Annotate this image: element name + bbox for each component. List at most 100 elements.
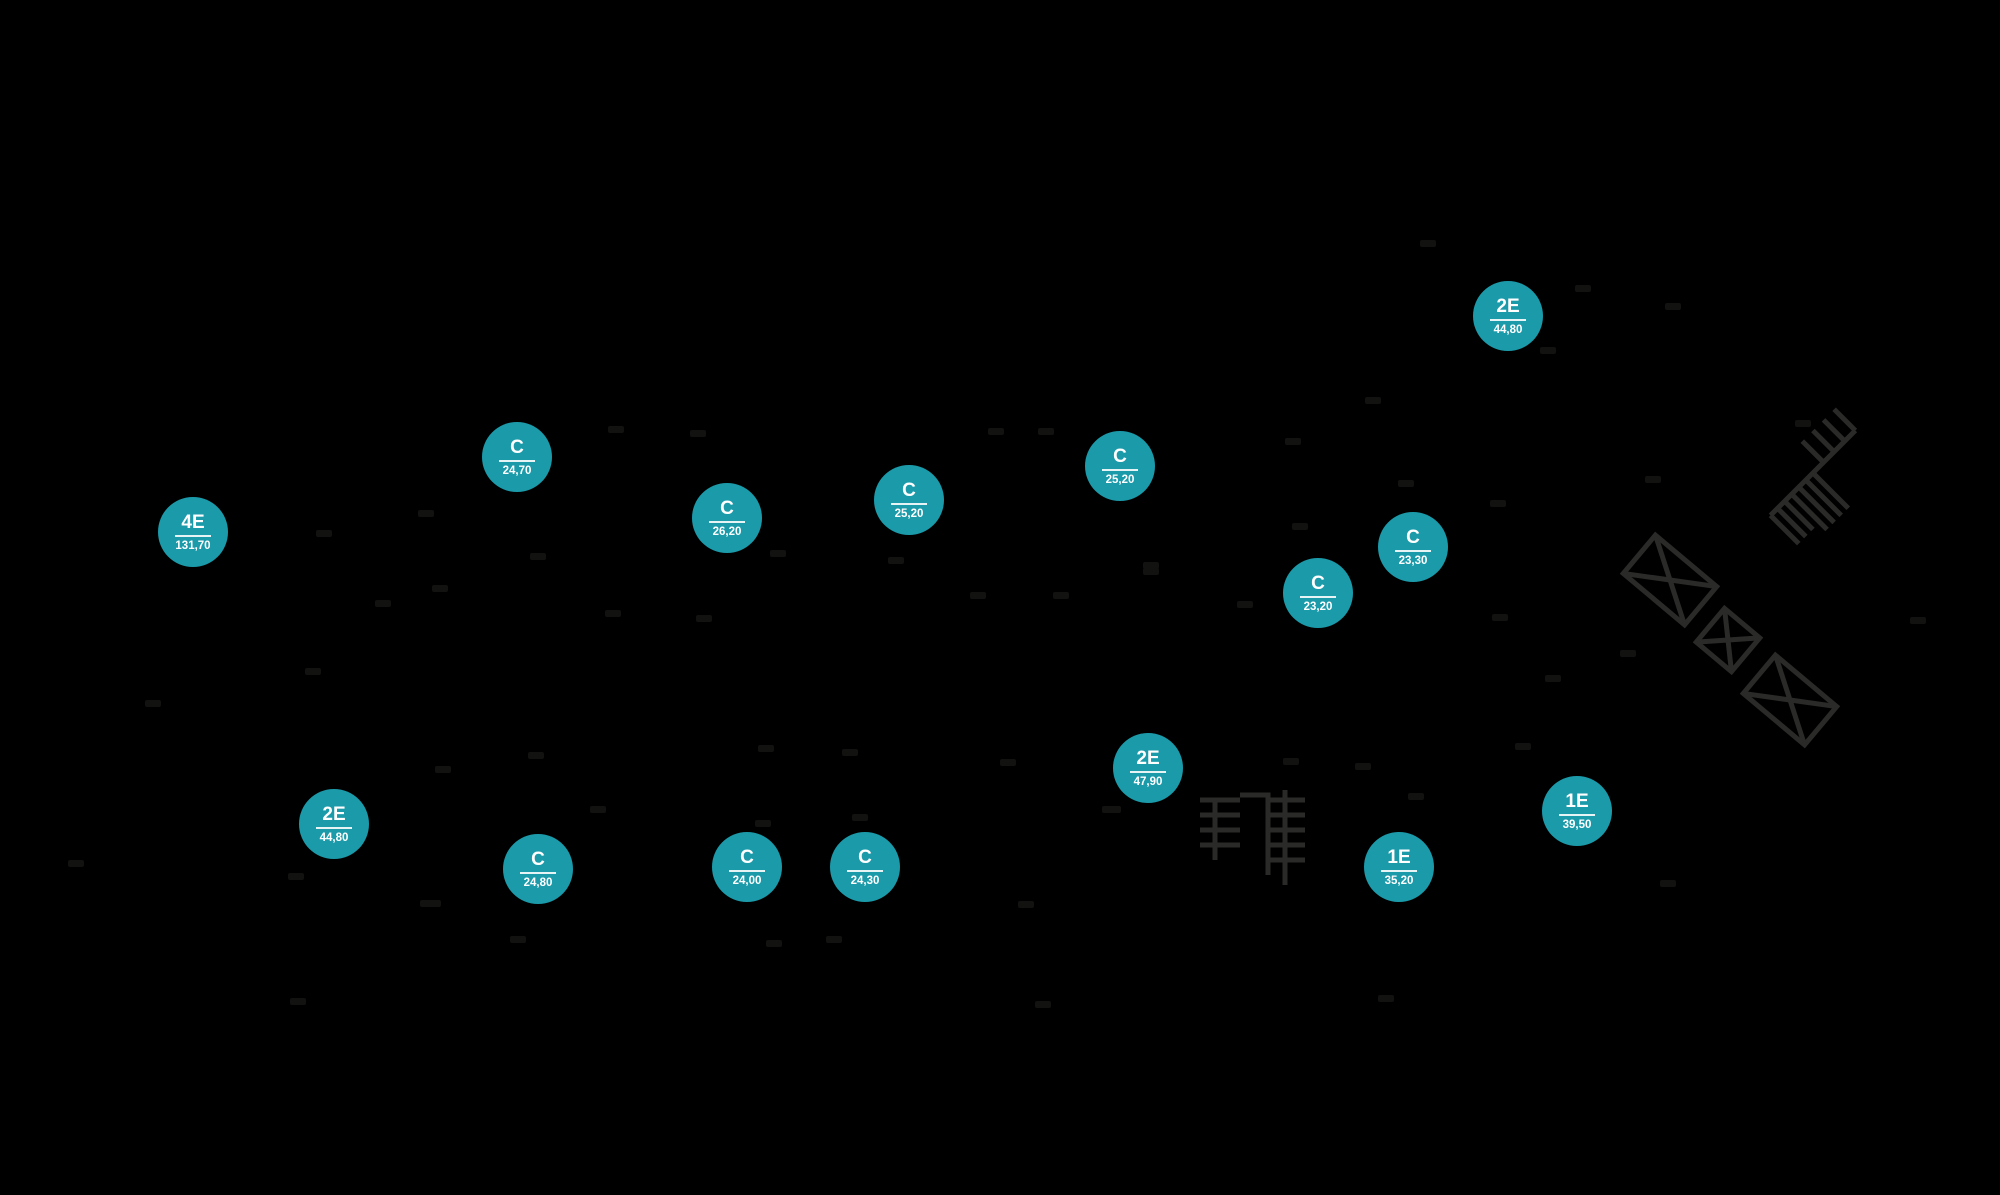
room-type: C (720, 497, 734, 519)
room-marker[interactable]: C 24,80 (503, 834, 573, 904)
dimension-tag (1660, 880, 1676, 887)
dimension-tag (1492, 614, 1508, 621)
divider (1102, 468, 1138, 471)
dimension-tag (528, 752, 544, 759)
room-area: 25,20 (1105, 473, 1135, 486)
room-type: C (510, 436, 524, 458)
dimension-tag (988, 428, 1004, 435)
room-type: C (531, 848, 545, 870)
dimension-tag (1292, 523, 1308, 530)
dimension-tag (590, 806, 606, 813)
crossed-box-icon (1739, 651, 1841, 749)
room-type: 4E (181, 511, 205, 533)
divider (1381, 869, 1417, 872)
dimension-tag (290, 998, 306, 1005)
dimension-tag (770, 550, 786, 557)
dimension-tag (1365, 397, 1381, 404)
dimension-tag (608, 426, 624, 433)
room-marker[interactable]: 2E 44,80 (1473, 281, 1543, 351)
room-area: 24,70 (502, 464, 532, 477)
dimension-tag (852, 814, 868, 821)
dimension-tag (1038, 428, 1054, 435)
dimension-tag (420, 900, 436, 907)
dimension-tag (530, 553, 546, 560)
dimension-tag (1665, 303, 1681, 310)
room-area: 131,70 (175, 539, 211, 552)
dimension-tag (1018, 901, 1034, 908)
room-type: 2E (1136, 747, 1160, 769)
dimension-tag (1910, 617, 1926, 624)
dimension-tag (1620, 650, 1636, 657)
room-marker[interactable]: C 23,20 (1283, 558, 1353, 628)
crossed-box-icon (1619, 531, 1721, 629)
dimension-tag (1000, 759, 1016, 766)
dimension-tag (605, 610, 621, 617)
dimension-tag (758, 745, 774, 752)
dimension-tag (826, 936, 842, 943)
room-area: 23,20 (1303, 600, 1333, 613)
dimension-tag (288, 873, 304, 880)
room-type: C (902, 479, 916, 501)
dimension-tag (888, 557, 904, 564)
room-area: 39,50 (1562, 818, 1592, 831)
dimension-tag (842, 749, 858, 756)
divider (709, 520, 745, 523)
room-type: 2E (1496, 295, 1520, 317)
room-marker[interactable]: C 24,70 (482, 422, 552, 492)
room-area: 47,90 (1133, 775, 1163, 788)
divider (1130, 770, 1166, 773)
room-marker[interactable]: C 24,30 (830, 832, 900, 902)
dimension-tag (316, 530, 332, 537)
divider (1559, 813, 1595, 816)
room-type: C (1311, 572, 1325, 594)
dimension-tag (418, 510, 434, 517)
dimension-tag (690, 430, 706, 437)
dimension-tag (1490, 500, 1506, 507)
dimension-tag (1285, 438, 1301, 445)
room-area: 24,80 (523, 876, 553, 889)
room-area: 24,30 (850, 874, 880, 887)
dimension-tag (375, 600, 391, 607)
dimension-tag (510, 936, 526, 943)
room-marker[interactable]: C 25,20 (874, 465, 944, 535)
dimension-tag (1378, 995, 1394, 1002)
dimension-tag (1355, 763, 1371, 770)
divider (1300, 595, 1336, 598)
room-area: 35,20 (1384, 874, 1414, 887)
room-marker[interactable]: 2E 47,90 (1113, 733, 1183, 803)
room-marker[interactable]: 4E 131,70 (158, 497, 228, 567)
divider (520, 871, 556, 874)
room-marker[interactable]: 1E 39,50 (1542, 776, 1612, 846)
dimension-tag (1283, 758, 1299, 765)
room-type: C (1406, 526, 1420, 548)
room-area: 44,80 (1493, 323, 1523, 336)
dimension-tag (1545, 675, 1561, 682)
corner-rack-icon (1768, 407, 1858, 546)
dimension-tag (1143, 562, 1159, 569)
room-area: 25,20 (894, 507, 924, 520)
bench-rack-icon (1200, 790, 1305, 885)
room-type: 1E (1565, 790, 1589, 812)
dimension-tag (1053, 592, 1069, 599)
divider (316, 826, 352, 829)
dimension-tag (1035, 1001, 1051, 1008)
dimension-tag (1795, 420, 1811, 427)
room-type: C (858, 846, 872, 868)
divider (1490, 318, 1526, 321)
dimension-tag (1143, 568, 1159, 575)
dimension-tag (1408, 793, 1424, 800)
dimension-tag (435, 766, 451, 773)
dimension-tag (1575, 285, 1591, 292)
divider (847, 869, 883, 872)
dimension-tag (696, 615, 712, 622)
dimension-tag (1420, 240, 1436, 247)
dimension-tag (305, 668, 321, 675)
dimension-tag (68, 860, 84, 867)
